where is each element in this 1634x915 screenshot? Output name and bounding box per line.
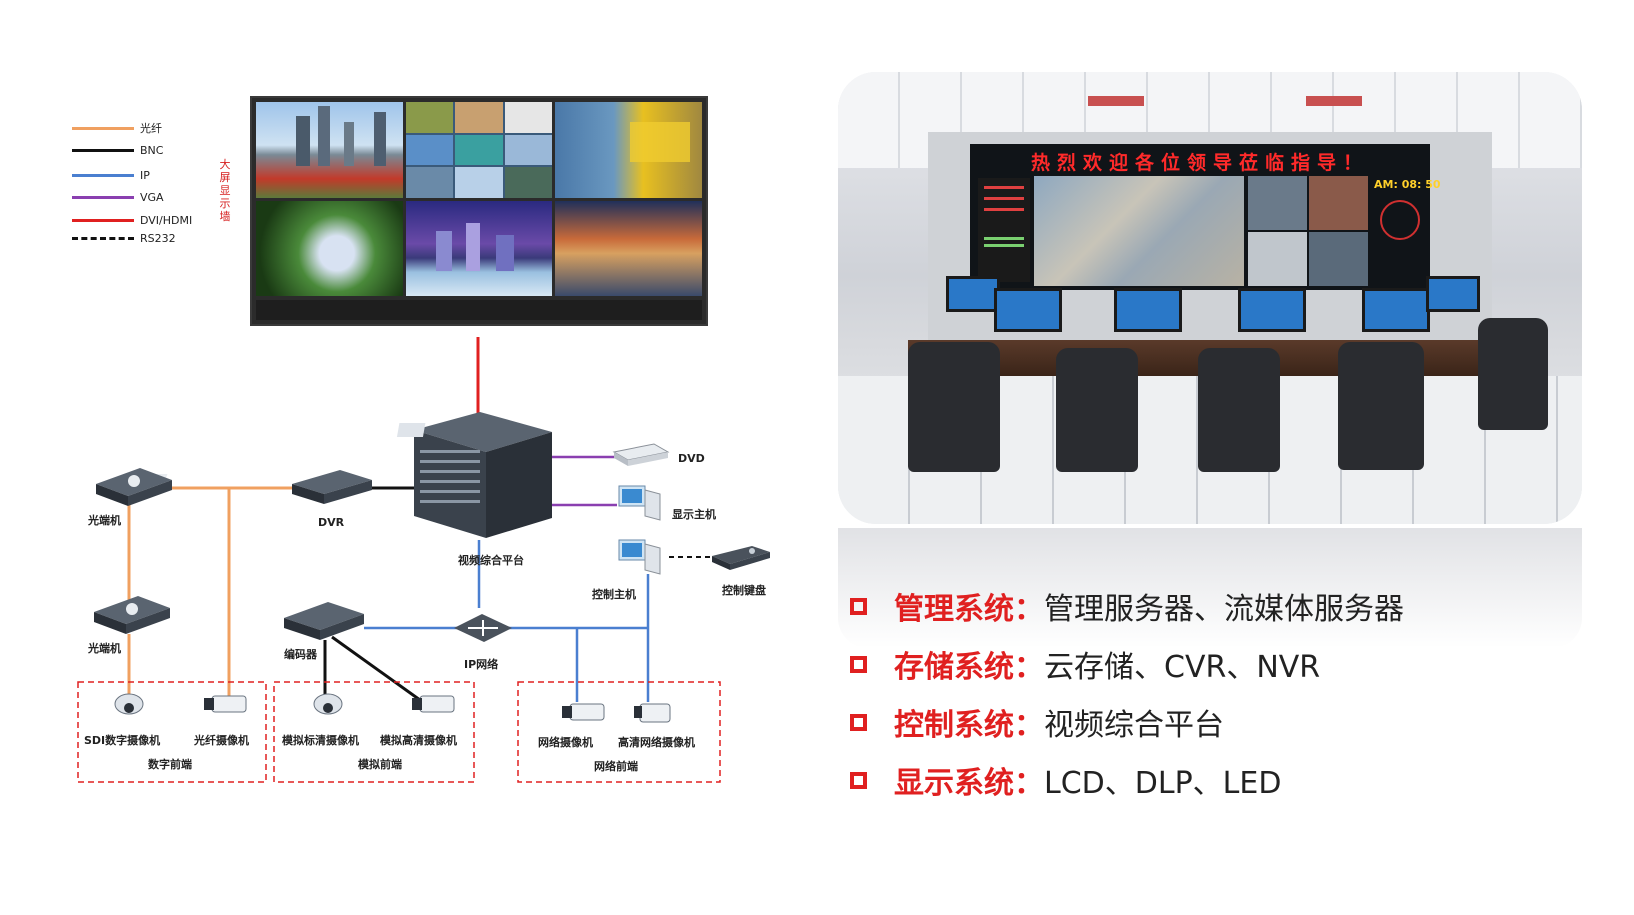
clock-icon [1380, 200, 1420, 240]
legend-label: DVI/HDMI [140, 213, 193, 227]
box-camera-icon [204, 695, 247, 713]
video-wall-side-label: 大屏显示墙 [219, 158, 231, 223]
box-camera-icon [412, 695, 455, 713]
dvr-label: DVR [318, 516, 345, 529]
chair [1478, 318, 1548, 430]
legend-line [72, 218, 134, 222]
legend-line [72, 126, 134, 130]
camera-label: 高清网络摄像机 [618, 736, 695, 749]
legend-item-fiber: 光纤 [72, 120, 162, 136]
legend-item-dvi-hdmi: DVI/HDMI [72, 212, 192, 228]
wall-tile [256, 102, 403, 198]
connection-diagram [77, 337, 770, 783]
encoder-icon [284, 602, 364, 640]
ip-network-hub-icon [454, 614, 512, 642]
photo-reflection [838, 528, 1582, 648]
system-desc: LCD、DLP、LED [1044, 766, 1282, 801]
box-camera-icon [562, 703, 605, 721]
front-end-group-label: 数字前端 [148, 758, 192, 771]
legend-label: 光纤 [140, 122, 162, 135]
camera-label: 模拟标清摄像机 [282, 734, 359, 747]
optical-transceiver-icon [96, 468, 172, 506]
wall-tile [555, 200, 702, 296]
encoder-label: 编码器 [284, 648, 317, 661]
wall-tile [405, 102, 553, 198]
wall-tile [555, 102, 702, 198]
chair [1056, 348, 1138, 472]
dvd-label: DVD [678, 452, 705, 465]
legend-item-vga: VGA [72, 189, 164, 205]
optical-transceiver-bottom-label: 光端机 [88, 642, 121, 655]
system-item-storage: 存储系统： 云存储、CVR、NVR [850, 644, 1321, 685]
chair [908, 342, 1000, 472]
control-host-icon [618, 539, 661, 575]
optical-transceiver-top-label: 光端机 [88, 514, 121, 527]
clock-readout: AM: 08: 50 [1374, 178, 1441, 191]
video-platform-icon [396, 412, 552, 538]
dvd-player-icon [612, 443, 670, 466]
ip-network-label: IP网络 [464, 658, 499, 671]
system-item-management: 管理系统： 管理服务器、流媒体服务器 [850, 586, 1404, 627]
system-desc: 云存储、CVR、NVR [1044, 650, 1321, 685]
front-end-group-label: 网络前端 [594, 760, 638, 773]
chair [1338, 342, 1424, 470]
legend-item-ip: IP [72, 167, 150, 183]
square-bullet-icon [850, 771, 867, 789]
legend-item-rs232: RS232 [72, 230, 176, 246]
control-keyboard-icon [712, 546, 770, 570]
video-wall [250, 96, 708, 326]
system-name: 显示系统： [894, 766, 1044, 801]
led-display-wall: 热烈欢迎各位领导莅临指导！ AM: 08: 50 [970, 144, 1441, 290]
welcome-banner: 热烈欢迎各位领导莅临指导！ [1030, 152, 1369, 174]
control-host-label: 控制主机 [592, 588, 636, 601]
wall-tile [405, 200, 553, 296]
legend-label: IP [140, 168, 150, 182]
control-keyboard-label: 控制键盘 [722, 584, 766, 597]
system-name: 管理系统： [894, 592, 1044, 627]
camera-label: 模拟高清摄像机 [380, 734, 457, 747]
system-item-display: 显示系统： LCD、DLP、LED [850, 760, 1282, 801]
optical-transceiver-icon [94, 596, 170, 634]
square-bullet-icon [850, 713, 867, 731]
square-bullet-icon [850, 655, 867, 673]
system-desc: 管理服务器、流媒体服务器 [1044, 592, 1404, 627]
front-end-group-label: 模拟前端 [358, 758, 402, 771]
system-desc: 视频综合平台 [1044, 708, 1224, 743]
legend-label: VGA [140, 190, 164, 204]
dome-camera-icon [114, 693, 144, 715]
legend-line [72, 148, 134, 152]
wall-tile [256, 200, 403, 296]
system-name: 控制系统： [894, 708, 1044, 743]
legend-line [72, 236, 134, 240]
camera-label: 网络摄像机 [538, 736, 593, 749]
city-map-screen [1034, 176, 1244, 286]
legend-line [72, 195, 134, 199]
chair [1198, 348, 1280, 472]
camera-label: 光纤摄像机 [194, 734, 249, 747]
system-name: 存储系统： [894, 650, 1044, 685]
system-item-control: 控制系统： 视频综合平台 [850, 702, 1224, 743]
box-camera-icon [634, 703, 671, 723]
camera-label: SDI数字摄像机 [84, 734, 161, 747]
control-room-photo: 热烈欢迎各位领导莅临指导！ AM: 08: 50 [838, 72, 1582, 524]
square-bullet-icon [850, 597, 867, 615]
legend-label: RS232 [140, 231, 176, 245]
display-host-icon [618, 485, 661, 521]
legend-item-bnc: BNC [72, 142, 163, 158]
display-host-label: 显示主机 [672, 508, 716, 521]
platform-label: 视频综合平台 [458, 554, 524, 567]
legend-line [72, 173, 134, 177]
dome-camera-icon [313, 693, 343, 715]
legend-label: BNC [140, 143, 164, 157]
